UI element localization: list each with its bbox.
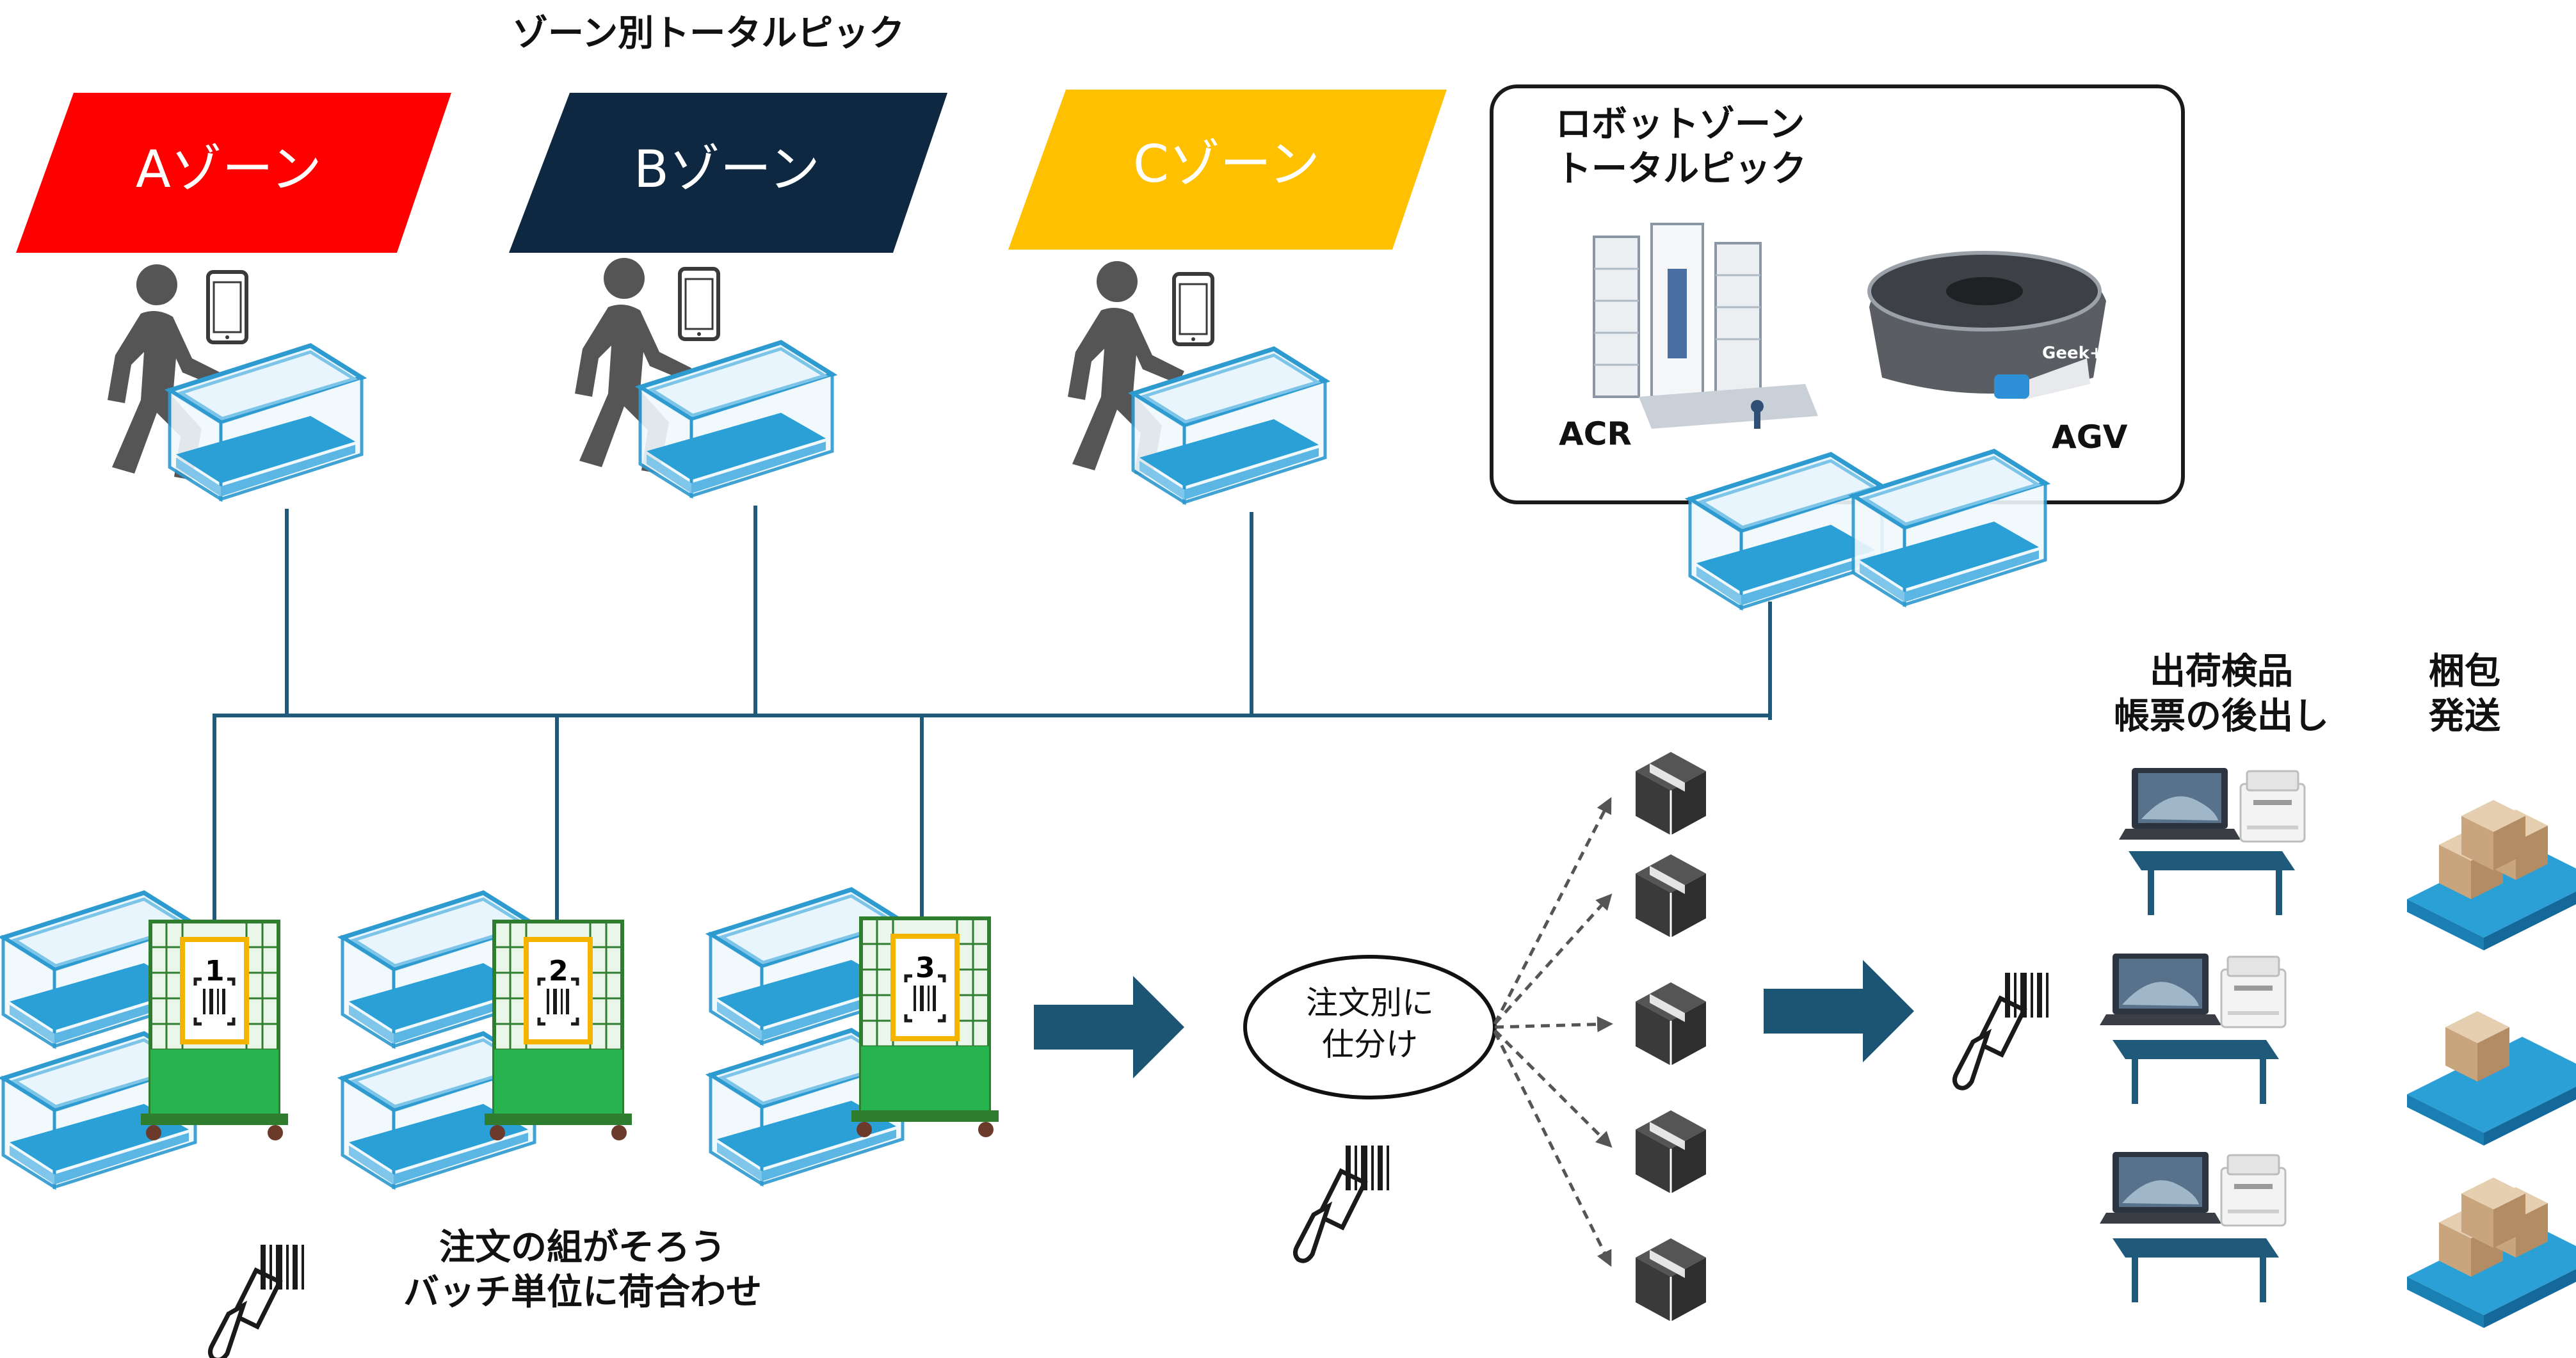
cart-number-1: 1 [205, 955, 225, 987]
diagram-title: ゾーン別トータルピック [512, 13, 905, 54]
laptop-icon [2119, 768, 2241, 840]
smartphone-icon [680, 269, 718, 339]
robot-zone-title: ロボットゾーン トータルピック [1556, 104, 1807, 190]
sort-fanout-arrows [1493, 797, 1613, 1267]
pallet-stack-3 [2407, 1178, 2576, 1328]
parcel-box-icon [1634, 1109, 1707, 1195]
desk-icon [2113, 1238, 2279, 1302]
inspection-caption: 出荷検品 帳票の後出し [2114, 651, 2329, 737]
smartphone-icon [1174, 274, 1212, 344]
zone-b-banner [509, 93, 947, 253]
zone-a-banner [16, 93, 451, 253]
printer-icon [2220, 955, 2287, 1028]
acr-label: ACR [1559, 415, 1632, 452]
inspection-station-1 [2119, 768, 2306, 915]
barcode-scanner-icon [210, 1245, 304, 1358]
cart-number-3: 3 [915, 952, 935, 984]
zone-c-banner [1008, 90, 1447, 250]
pallet-stack-2 [2407, 1011, 2576, 1146]
cart-number-2: 2 [549, 955, 568, 987]
shipping-caption: 梱包 発送 [2429, 651, 2500, 737]
agv-brand-text: Geek+ [2042, 344, 2104, 363]
batch-caption: 注文の組がそろう バッチ単位に荷合わせ [403, 1227, 762, 1313]
acr-robot-image [1593, 223, 1818, 429]
parcel-box-icon [1634, 1237, 1707, 1323]
desk-icon [2113, 1040, 2279, 1104]
collection-lines [213, 506, 1772, 941]
barcode-scanner-icon [1954, 973, 2049, 1088]
parcel-box-icon [1634, 981, 1707, 1067]
laptop-icon [2100, 1152, 2221, 1224]
smartphone-icon [208, 272, 246, 342]
flow-arrow-to-sort [1034, 976, 1184, 1078]
sort-node-label: 注文別に 仕分け [1306, 984, 1434, 1063]
zone-b-label: Bゾーン [634, 140, 820, 199]
agv-label: AGV [2052, 419, 2128, 456]
inspection-station-3 [2100, 1152, 2287, 1302]
parcel-box-icon [1634, 853, 1707, 939]
inspection-station-2 [2100, 954, 2287, 1104]
printer-icon [2220, 1154, 2287, 1227]
laptop-icon [2100, 954, 2221, 1025]
desk-icon [2129, 851, 2295, 915]
flow-arrow-to-inspection [1764, 960, 1914, 1062]
barcode-scanner-icon [1295, 1146, 1389, 1261]
printer-icon [2239, 770, 2306, 843]
zone-a-label: Aゾーン [136, 140, 322, 199]
parcel-box-icon [1634, 751, 1707, 836]
pallet-stack-1 [2407, 800, 2576, 950]
agv-robot-image: Geek+ [1867, 251, 2106, 400]
zone-c-label: Cゾーン [1133, 134, 1320, 194]
